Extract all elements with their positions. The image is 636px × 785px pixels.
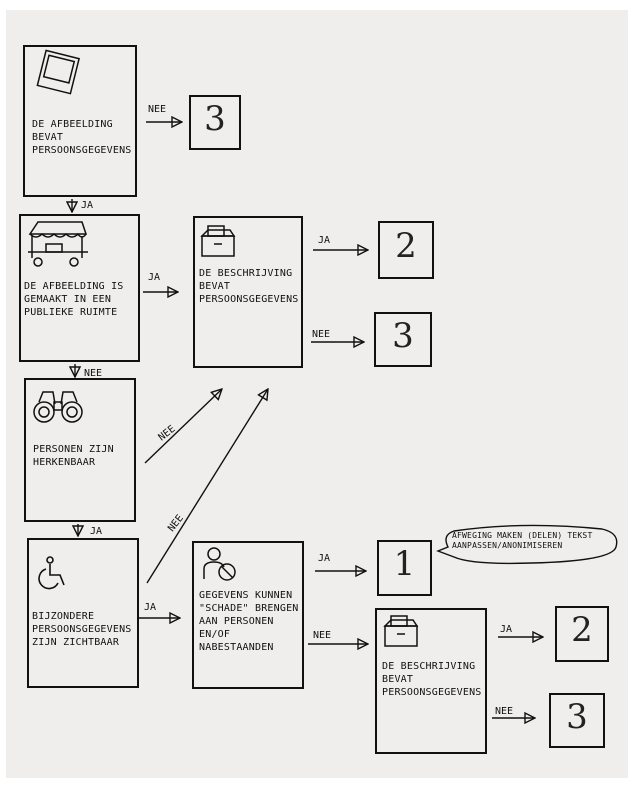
- outcome-box-4: [377, 540, 432, 596]
- edge-label: JA: [81, 200, 94, 211]
- outcome-number: 2: [571, 610, 593, 650]
- edge-label: NEE: [312, 329, 331, 340]
- outcome-box-5: [555, 606, 609, 662]
- edge-label: NEE: [84, 368, 103, 379]
- decision-box-contains-personal-data: [23, 45, 137, 197]
- decision-box-harm: [192, 541, 304, 689]
- arrow-q3-q5: [144, 389, 222, 464]
- question-text: DE BESCHRIJVING BEVAT PERSOONSGEGEVENS: [382, 661, 482, 698]
- arrow-q4-q5: [146, 389, 268, 584]
- outcome-number: 3: [392, 316, 414, 356]
- outcome-number: 3: [204, 99, 226, 139]
- outcome-number: 1: [393, 544, 416, 584]
- decision-box-description-personal-data-2: [375, 608, 487, 754]
- outcome-number: 3: [566, 697, 588, 737]
- outcome-box-3: [374, 312, 432, 367]
- outcome-box-2: [378, 221, 434, 279]
- paper-background: [6, 10, 628, 778]
- binoculars-icon: [33, 391, 83, 423]
- outcome-box-1: [189, 95, 241, 150]
- edge-label: NEE: [495, 706, 514, 717]
- photo-icon: [36, 49, 81, 95]
- decision-box-persons-recognizable: [24, 378, 136, 522]
- question-text: DE AFBEELDING IS GEMAAKT IN EEN PUBLIEKE…: [24, 281, 124, 318]
- decision-box-public-space: [19, 214, 140, 362]
- archive-box-icon: [383, 615, 419, 647]
- wheelchair-icon: [38, 556, 65, 590]
- edge-label: JA: [318, 553, 331, 564]
- outcome-number: 2: [395, 226, 417, 266]
- outcome-box-6: [549, 693, 605, 748]
- question-text: BIJZONDERE PERSOONSGEGEVENS ZIJN ZICHTBA…: [32, 611, 132, 648]
- archive-box-icon: [200, 225, 236, 257]
- question-text: DE AFBEELDING BEVAT PERSOONSGEGEVENS: [32, 119, 132, 156]
- edge-label: JA: [500, 624, 513, 635]
- decision-box-special-data-visible: [27, 538, 139, 688]
- speech-bubble-text: AFWEGING MAKEN (DELEN) TEKST AANPASSEN/A…: [452, 531, 593, 550]
- edge-label: JA: [90, 526, 103, 537]
- question-text: PERSONEN ZIJN HERKENBAAR: [33, 444, 114, 468]
- person-forbidden-icon: [203, 547, 236, 581]
- decision-box-description-personal-data: [193, 216, 303, 368]
- edge-label: JA: [318, 235, 331, 246]
- speech-bubble-shape: [436, 524, 618, 565]
- question-text: GEGEVENS KUNNEN "SCHADE" BRENGEN AAN PER…: [199, 590, 299, 653]
- market-stall-icon: [28, 221, 88, 267]
- edge-label: JA: [148, 272, 161, 283]
- edge-label: JA: [144, 602, 157, 613]
- edge-label: NEE: [148, 104, 167, 115]
- edge-label: NEE: [313, 630, 332, 641]
- question-text: DE BESCHRIJVING BEVAT PERSOONSGEGEVENS: [199, 268, 299, 305]
